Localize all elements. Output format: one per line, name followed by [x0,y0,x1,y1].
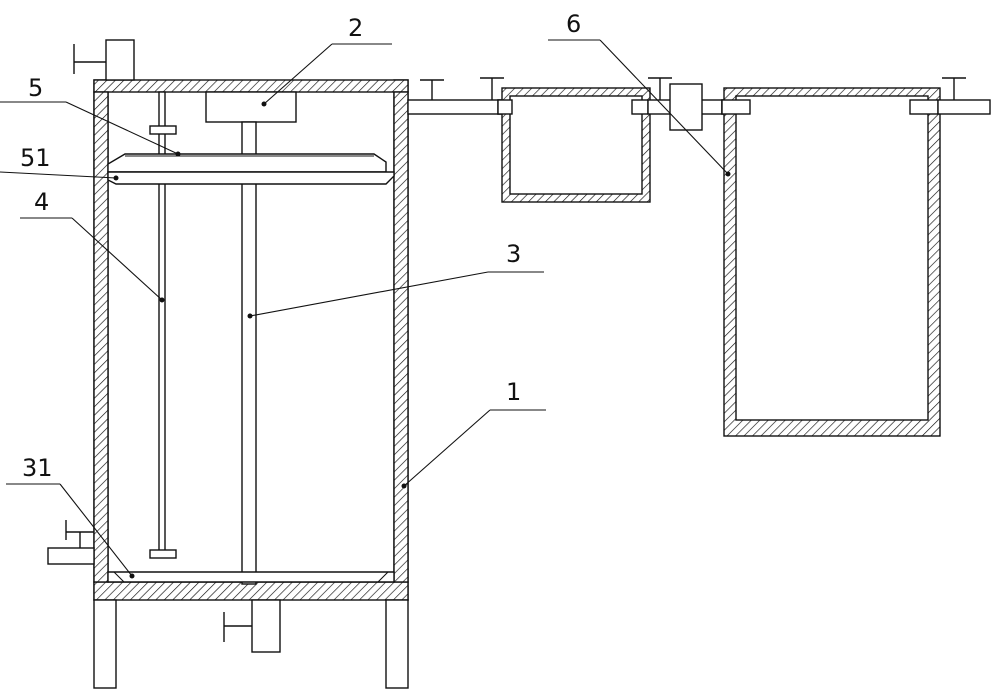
label-6: 6 [566,10,581,38]
receiving-tank [721,77,991,437]
label-3-leader [247,271,544,319]
top-inlet-pipe [73,39,135,81]
label-4: 4 [34,188,49,216]
label-6-leader [548,39,731,177]
bottom-outlet-pipe [223,599,281,653]
label-2: 2 [348,14,363,42]
upper-plate [107,153,395,185]
label-2-leader [261,43,392,107]
main-tank [93,79,409,601]
label-5-leader [0,101,181,157]
label-51-leader [0,171,119,181]
label-31: 31 [22,454,53,482]
support-legs [93,599,409,689]
guide-rod [149,91,177,559]
label-31-leader [6,483,135,579]
transfer-pipe [647,77,751,131]
side-outlet-pipe [47,520,95,565]
motor [205,91,297,123]
main-shaft [241,121,257,585]
small-tank [497,87,651,203]
label-1: 1 [506,378,521,406]
label-51: 51 [20,144,51,172]
connecting-pipe [407,77,513,115]
label-5: 5 [28,74,43,102]
label-3: 3 [506,240,521,268]
label-4-leader [20,217,165,303]
bottom-plate [107,571,395,583]
label-1-leader [401,409,546,489]
